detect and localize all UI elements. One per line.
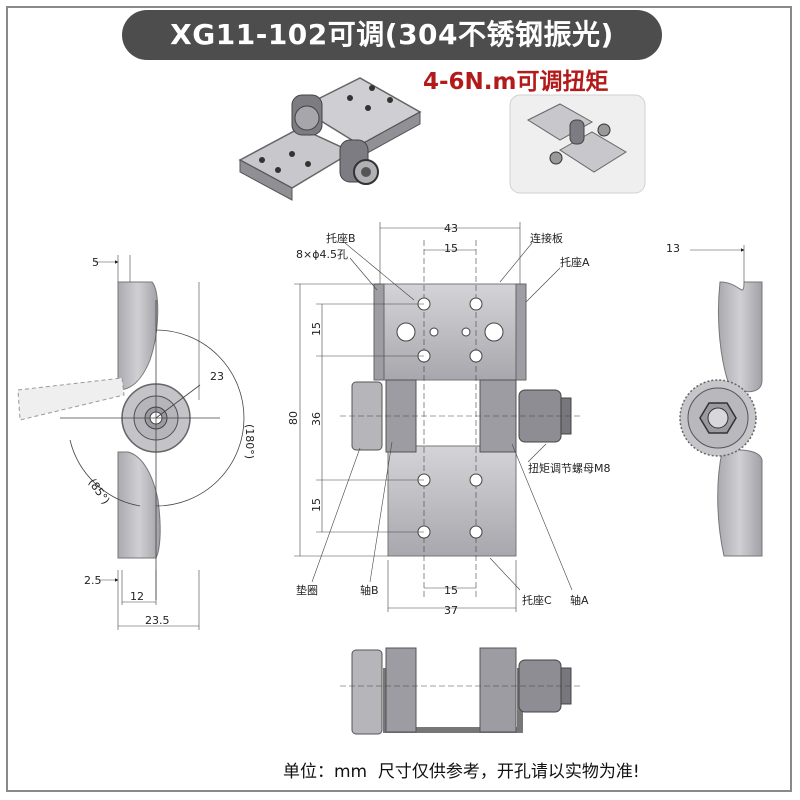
label-holes: 8×ϕ4.5孔 bbox=[296, 248, 348, 261]
label-seat-b: 托座B bbox=[326, 231, 356, 245]
right-side-view bbox=[679, 245, 763, 557]
label-shaft-b: 轴B bbox=[360, 583, 379, 597]
product-photo-main bbox=[238, 77, 422, 201]
footer-note: 单位：mm 尺寸仅供参考，开孔请以实物为准! bbox=[283, 762, 640, 782]
front-dim-height: 80 bbox=[287, 411, 300, 425]
label-seat-a: 托座A bbox=[560, 255, 590, 269]
label-shaft-a: 轴A bbox=[570, 593, 589, 607]
left-dim-bottom-a: 2.5 bbox=[84, 574, 102, 587]
product-title: XG11-102可调(304不锈钢振光) bbox=[122, 10, 662, 60]
torque-label: 4-6N.m可调扭矩 bbox=[423, 69, 609, 95]
label-seat-c: 托座C bbox=[522, 593, 552, 607]
left-side-view bbox=[17, 255, 245, 630]
front-dim-pitch-top: 15 bbox=[310, 322, 323, 336]
front-dim-hole-bottom: 15 bbox=[444, 584, 458, 597]
front-dim-pitch-bottom: 15 bbox=[310, 498, 323, 512]
label-nut: 扭矩调节螺母M8 bbox=[528, 461, 611, 475]
left-dim-angle-180: (180°) bbox=[243, 424, 256, 459]
bottom-view bbox=[340, 647, 580, 735]
left-dim-top: 5 bbox=[92, 256, 99, 269]
left-dim-bottom-c: 23.5 bbox=[145, 614, 170, 627]
front-dim-width-top: 43 bbox=[444, 222, 458, 235]
product-photo-inset bbox=[509, 94, 646, 194]
left-dim-bottom-b: 12 bbox=[130, 590, 144, 603]
label-connector: 连接板 bbox=[530, 231, 563, 245]
label-washer: 垫圈 bbox=[296, 583, 318, 597]
front-dim-width-bottom: 37 bbox=[444, 604, 458, 617]
front-dim-hole-top: 15 bbox=[444, 242, 458, 255]
left-dim-angle-85: (85°) bbox=[86, 476, 113, 506]
right-dim-top: 13 bbox=[666, 242, 680, 255]
left-dim-radius: 23 bbox=[210, 370, 224, 383]
front-dim-pitch-mid: 36 bbox=[310, 412, 323, 426]
front-view bbox=[294, 222, 580, 612]
